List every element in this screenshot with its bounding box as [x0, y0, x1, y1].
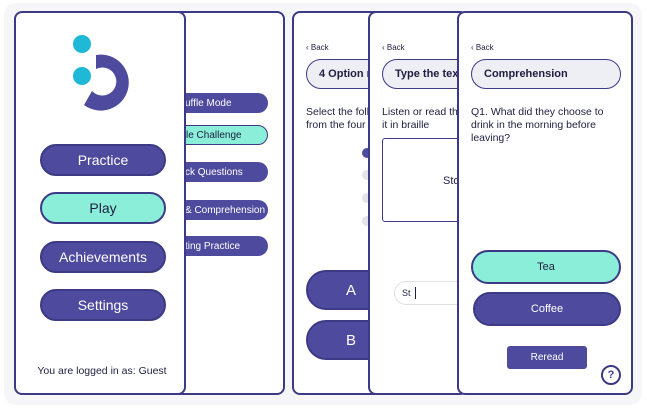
- login-status: You are logged in as: Guest: [37, 365, 167, 377]
- play-button[interactable]: Play: [40, 192, 166, 224]
- braille-dot: [362, 148, 372, 158]
- achievements-button[interactable]: Achievements: [40, 241, 166, 273]
- braille-dot: [362, 170, 372, 180]
- answer-input[interactable]: St: [394, 281, 466, 305]
- back-link[interactable]: ‹ Back: [306, 43, 329, 52]
- home-screen: Practice Play Achievements Settings You …: [14, 11, 186, 395]
- page-title: Type the text: [382, 59, 466, 89]
- story-card[interactable]: Sto: [382, 138, 466, 222]
- settings-button[interactable]: Settings: [40, 289, 166, 321]
- braille-dot: [362, 193, 372, 203]
- braille-dot: [362, 216, 372, 226]
- back-link[interactable]: ‹ Back: [471, 43, 494, 52]
- back-link[interactable]: ‹ Back: [382, 43, 405, 52]
- text-cursor: [415, 287, 416, 299]
- reread-button[interactable]: Reread: [507, 346, 587, 369]
- question-text: Q1. What did they choose to drink in the…: [471, 106, 604, 144]
- story-card-text: Sto: [443, 175, 460, 187]
- practice-button[interactable]: Practice: [40, 144, 166, 176]
- answer-coffee-button[interactable]: Coffee: [473, 292, 621, 326]
- help-button[interactable]: ?: [601, 365, 621, 385]
- app-logo: [73, 35, 129, 111]
- help-icon: ?: [607, 369, 615, 381]
- comprehension-screen: ‹ Back Comprehension Q1. What did they c…: [457, 11, 633, 395]
- answer-tea-button[interactable]: Tea: [471, 250, 621, 284]
- page-title: Comprehension: [471, 59, 621, 89]
